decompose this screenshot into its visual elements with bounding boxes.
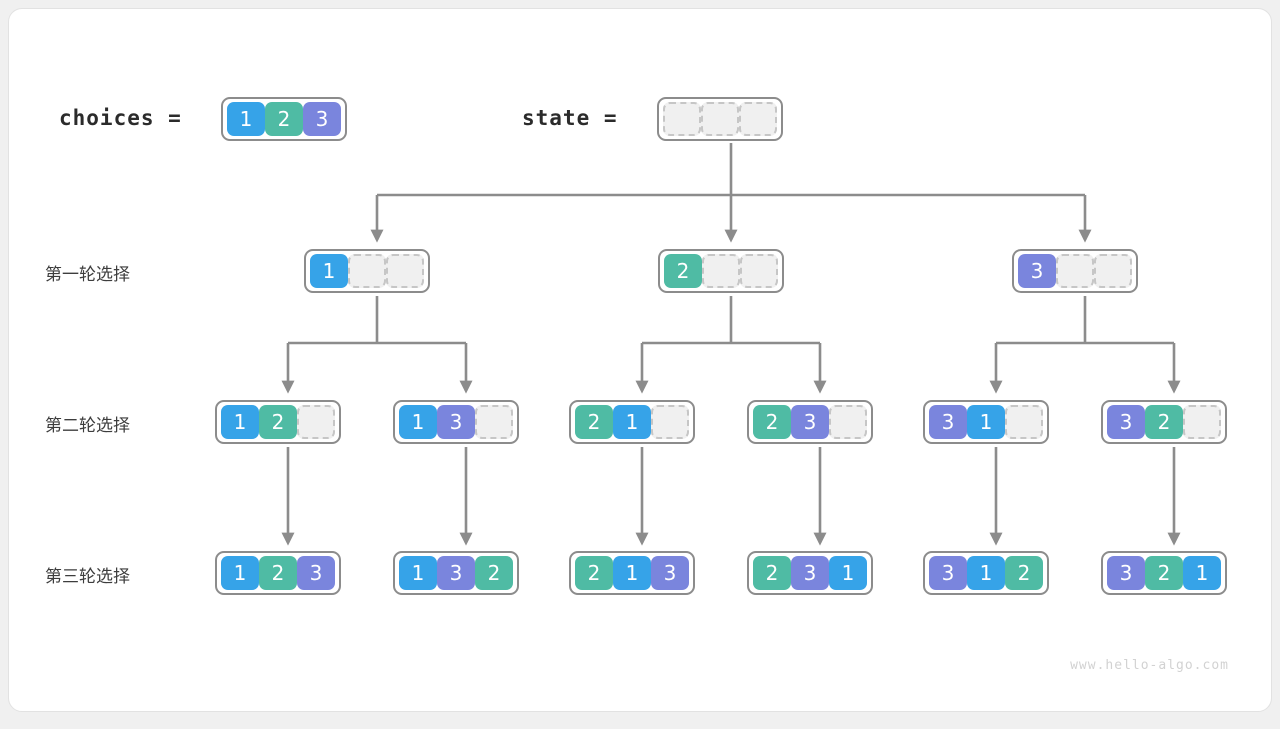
tree-node-level3: 3 1 2 <box>923 551 1049 595</box>
tree-node-level3: 3 2 1 <box>1101 551 1227 595</box>
tree-node-level2: 3 2 <box>1101 400 1227 444</box>
array-cell: 2 <box>259 405 297 439</box>
array-cell-empty <box>701 102 739 136</box>
array-cell: 2 <box>575 405 613 439</box>
tree-node-level2: 1 2 <box>215 400 341 444</box>
array-cell: 1 <box>613 556 651 590</box>
array-cell: 3 <box>929 405 967 439</box>
array-cell: 3 <box>303 102 341 136</box>
array-cell: 3 <box>791 405 829 439</box>
tree-connector-lines <box>281 143 1181 546</box>
array-cell: 3 <box>1018 254 1056 288</box>
diagram-card: choices = state = 1 2 3 第一轮选择 第二轮选择 第三轮选… <box>8 8 1272 712</box>
tree-node-level2: 3 1 <box>923 400 1049 444</box>
array-cell: 2 <box>753 556 791 590</box>
watermark: www.hello-algo.com <box>1070 658 1229 673</box>
array-cell: 1 <box>399 405 437 439</box>
array-cell: 3 <box>437 556 475 590</box>
tree-node-level2: 2 3 <box>747 400 873 444</box>
tree-node-level3: 2 1 3 <box>569 551 695 595</box>
row-label-round-2: 第二轮选择 <box>45 416 130 436</box>
array-cell: 1 <box>399 556 437 590</box>
array-cell: 1 <box>829 556 867 590</box>
array-cell: 3 <box>437 405 475 439</box>
array-cell: 2 <box>475 556 513 590</box>
tree-node-level2: 2 1 <box>569 400 695 444</box>
array-cell: 1 <box>967 405 1005 439</box>
tree-node-level3: 1 3 2 <box>393 551 519 595</box>
array-cell-empty <box>702 254 740 288</box>
array-cell: 3 <box>929 556 967 590</box>
array-cell-empty <box>386 254 424 288</box>
array-cell-empty <box>663 102 701 136</box>
array-cell: 2 <box>753 405 791 439</box>
array-cell-empty <box>297 405 335 439</box>
array-cell: 3 <box>651 556 689 590</box>
tree-node-level3: 1 2 3 <box>215 551 341 595</box>
array-cell-empty <box>475 405 513 439</box>
array-cell: 3 <box>791 556 829 590</box>
array-cell-empty <box>1056 254 1094 288</box>
array-cell: 1 <box>1183 556 1221 590</box>
array-cell: 3 <box>1107 556 1145 590</box>
array-cell: 1 <box>221 405 259 439</box>
array-cell: 2 <box>664 254 702 288</box>
row-label-round-1: 第一轮选择 <box>45 265 130 285</box>
array-cell-empty <box>1183 405 1221 439</box>
choices-array: 1 2 3 <box>221 97 347 141</box>
array-cell: 3 <box>297 556 335 590</box>
array-cell-empty <box>1005 405 1043 439</box>
array-cell: 1 <box>221 556 259 590</box>
tree-node-level1: 2 <box>658 249 784 293</box>
array-cell-empty <box>740 254 778 288</box>
array-cell: 2 <box>1145 405 1183 439</box>
choices-label: choices = <box>59 106 182 130</box>
array-cell: 2 <box>265 102 303 136</box>
array-cell-empty <box>348 254 386 288</box>
state-array <box>657 97 783 141</box>
tree-node-level3: 2 3 1 <box>747 551 873 595</box>
tree-node-level1: 3 <box>1012 249 1138 293</box>
array-cell-empty <box>739 102 777 136</box>
state-label: state = <box>522 106 618 130</box>
tree-node-level1: 1 <box>304 249 430 293</box>
array-cell: 2 <box>259 556 297 590</box>
row-label-round-3: 第三轮选择 <box>45 567 130 587</box>
tree-node-level2: 1 3 <box>393 400 519 444</box>
array-cell: 1 <box>967 556 1005 590</box>
array-cell: 3 <box>1107 405 1145 439</box>
array-cell-empty <box>651 405 689 439</box>
array-cell: 1 <box>227 102 265 136</box>
array-cell: 2 <box>575 556 613 590</box>
array-cell: 2 <box>1005 556 1043 590</box>
array-cell: 2 <box>1145 556 1183 590</box>
array-cell-empty <box>1094 254 1132 288</box>
array-cell: 1 <box>310 254 348 288</box>
array-cell: 1 <box>613 405 651 439</box>
array-cell-empty <box>829 405 867 439</box>
